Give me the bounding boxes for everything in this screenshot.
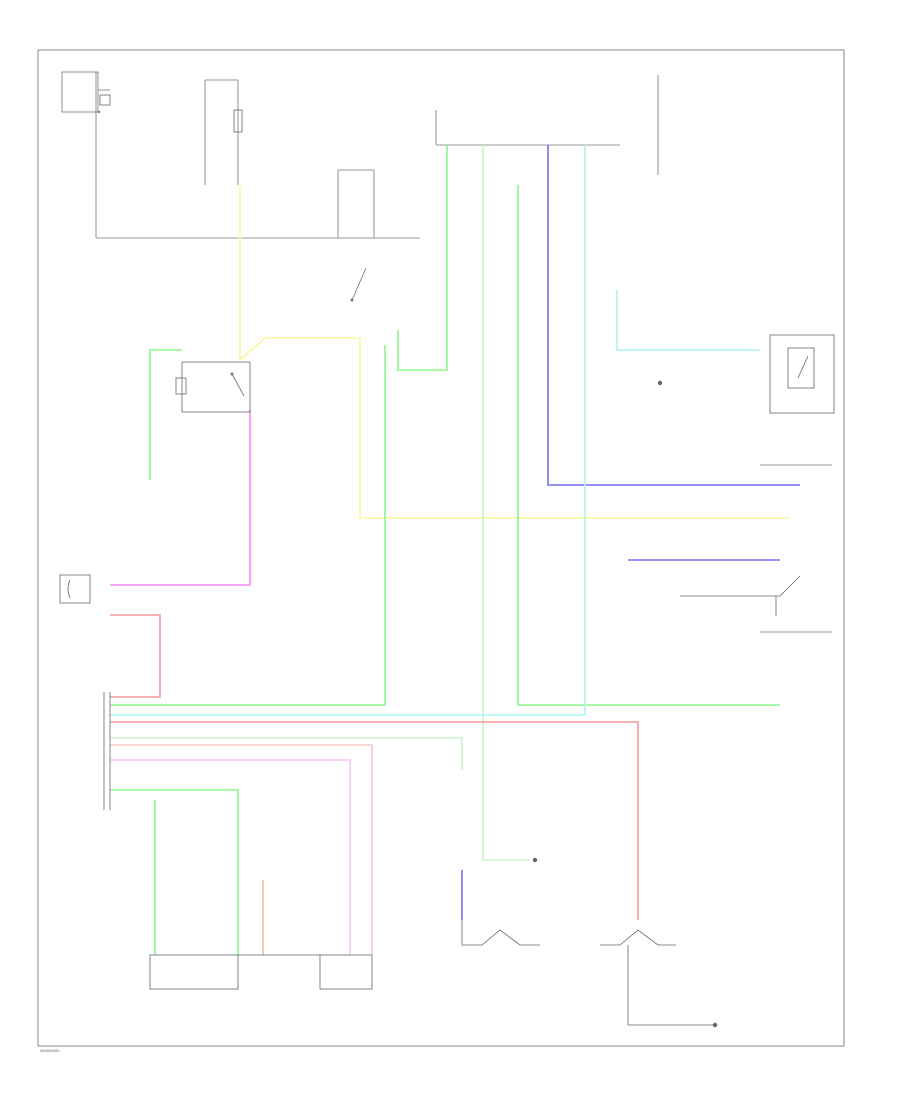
right-divider [760,464,832,633]
wire-green-main [110,345,386,706]
ecm-connector [103,692,111,810]
hot-at-all-times-block [61,71,420,239]
wire-blue [547,145,800,486]
wire-pink [110,410,251,586]
wire-lightgreen [482,145,530,861]
brake-switch-block [337,169,375,238]
wire-green-bottom [110,789,239,955]
switch-icon [350,267,367,302]
wire-cyan [110,145,586,716]
sensor-icon [59,574,91,604]
wire-green-right [517,185,780,706]
bottom-relay-blocks [149,954,373,990]
wire-green-top [397,145,448,371]
top-center-connector [435,75,659,175]
bottom-switches [461,920,715,1026]
hot-in-run-block [204,79,243,185]
relay-icon [175,361,251,413]
wire-lightgreen-2 [110,737,463,770]
wire-cyan-2 [616,290,760,351]
wire-yellow [239,185,360,362]
wire-lightpink [110,759,351,955]
wire-red-right [110,721,639,920]
right-sensor-box [769,334,835,414]
wire-yellow-2 [359,338,790,519]
wire-green-left [149,349,182,480]
diagram-frame [37,49,845,1047]
right-switch-icon [680,575,801,616]
page-code: W0000000 [40,1049,60,1053]
wire-lightred [110,744,373,955]
ground-icon [532,380,718,1028]
wire-red-left [110,614,161,698]
